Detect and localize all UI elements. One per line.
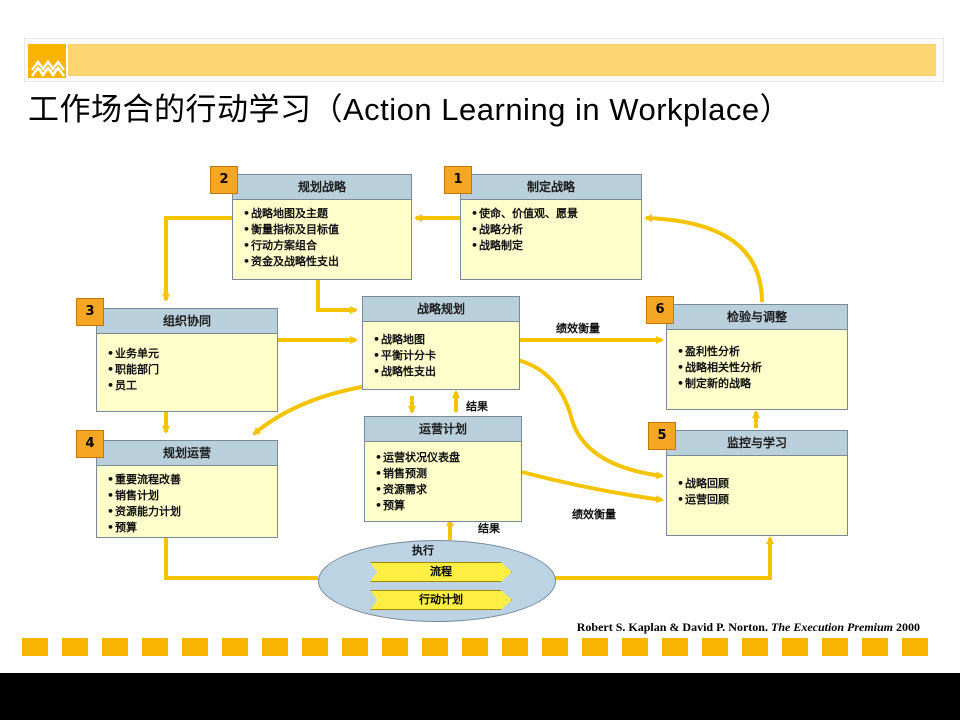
step-number-badge: 4 <box>76 430 104 458</box>
footer-square <box>462 638 488 656</box>
box-heading: 规划运营 <box>97 441 277 466</box>
footer-square <box>502 638 528 656</box>
footer-square <box>822 638 848 656</box>
footer-square <box>222 638 248 656</box>
list-item: 资源能力计划 <box>107 504 267 520</box>
box-monitor-learn: 监控与学习 战略回顾 运营回顾 <box>666 430 848 536</box>
step-number-badge: 3 <box>76 298 104 326</box>
footer-square <box>22 638 48 656</box>
result-label: 结果 <box>466 400 488 413</box>
list-item: 衡量指标及目标值 <box>243 222 401 238</box>
list-item: 战略分析 <box>471 222 631 238</box>
footer-square <box>102 638 128 656</box>
step-number-badge: 1 <box>444 166 472 194</box>
process-tag: 流程 <box>370 562 512 582</box>
performance-label: 绩效衡量 <box>572 508 616 521</box>
footer-square <box>742 638 768 656</box>
list-item: 盈利性分析 <box>677 344 837 360</box>
result-label: 结果 <box>478 522 500 535</box>
box-plan-operations: 规划运营 重要流程改善 销售计划 资源能力计划 预算 <box>96 440 278 538</box>
citation-authors: Robert S. Kaplan & David P. Norton. <box>576 620 768 634</box>
list-item: 重要流程改善 <box>107 472 267 488</box>
citation-work: The Execution Premium <box>770 620 893 634</box>
arrow-b2-b3 <box>162 216 232 302</box>
footer-square <box>542 638 568 656</box>
footer-square <box>782 638 808 656</box>
execute-label: 执行 <box>412 544 434 557</box>
arrow-exec-b5 <box>554 536 774 580</box>
arrow-plan-b5 <box>517 358 664 480</box>
list-item: 运营状况仪表盘 <box>375 450 511 466</box>
list-item: 行动方案组合 <box>243 238 401 254</box>
list-item: 战略性支出 <box>373 364 509 380</box>
arrow-ops-b5 <box>521 470 664 504</box>
list-item: 销售预测 <box>375 466 511 482</box>
footer-square <box>622 638 648 656</box>
list-item: 运营回顾 <box>677 492 837 508</box>
logo-icon <box>28 44 66 78</box>
footer-square <box>62 638 88 656</box>
list-item: 战略回顾 <box>677 476 837 492</box>
box-plan-strategy: 规划战略 战略地图及主题 衡量指标及目标值 行动方案组合 资金及战略性支出 <box>232 174 412 280</box>
footer-square <box>422 638 448 656</box>
list-item: 预算 <box>107 520 267 536</box>
footer-square <box>182 638 208 656</box>
list-item: 平衡计分卡 <box>373 348 509 364</box>
box-heading: 运营计划 <box>365 417 521 442</box>
box-heading: 监控与学习 <box>667 431 847 456</box>
title-en: Action Learning in Workplace <box>343 92 760 127</box>
list-item: 业务单元 <box>107 346 267 362</box>
arrow-b4-exec <box>164 536 318 580</box>
footer-square <box>902 638 928 656</box>
footer-square <box>342 638 368 656</box>
page-title: 工作场合的行动学习（Action Learning in Workplace） <box>28 84 791 129</box>
list-item: 预算 <box>375 498 511 514</box>
title-zh: 工作场合的行动学习（ <box>28 92 343 128</box>
list-item: 资金及战略性支出 <box>243 254 401 270</box>
step-number-badge: 5 <box>648 422 676 450</box>
footer-square <box>662 638 688 656</box>
list-item: 战略相关性分析 <box>677 360 837 376</box>
citation: Robert S. Kaplan & David P. Norton. The … <box>577 620 920 635</box>
footer-square <box>302 638 328 656</box>
title-close: ） <box>759 92 792 128</box>
box-heading: 检验与调整 <box>667 305 847 330</box>
list-item: 使命、价值观、愿景 <box>471 206 631 222</box>
box-heading: 组织协同 <box>97 309 277 334</box>
box-heading: 制定战略 <box>461 175 641 200</box>
footer-square <box>262 638 288 656</box>
footer-square <box>862 638 888 656</box>
list-item: 战略制定 <box>471 238 631 254</box>
box-formulate-strategy: 制定战略 使命、价值观、愿景 战略分析 战略制定 <box>460 174 642 280</box>
arrow-b6-b1 <box>644 214 764 303</box>
header-band <box>68 44 936 76</box>
citation-year: 2000 <box>896 620 920 634</box>
step-number-badge: 6 <box>646 296 674 324</box>
bottom-band <box>0 673 960 720</box>
action-plan-tag: 行动计划 <box>370 590 512 610</box>
box-test-adapt: 检验与调整 盈利性分析 战略相关性分析 制定新的战略 <box>666 304 848 410</box>
box-align-organization: 组织协同 业务单元 职能部门 员工 <box>96 308 278 412</box>
doc-operating-plan: 运营计划 运营状况仪表盘 销售预测 资源需求 预算 <box>364 416 522 522</box>
list-item: 战略地图 <box>373 332 509 348</box>
box-heading: 规划战略 <box>233 175 411 200</box>
list-item: 员工 <box>107 378 267 394</box>
performance-label: 绩效衡量 <box>556 322 600 335</box>
footer-square <box>582 638 608 656</box>
footer-square <box>382 638 408 656</box>
list-item: 销售计划 <box>107 488 267 504</box>
list-item: 制定新的战略 <box>677 376 837 392</box>
step-number-badge: 2 <box>210 166 238 194</box>
arrow-b2-plan <box>316 278 358 314</box>
doc-strategic-plan: 战略规划 战略地图 平衡计分卡 战略性支出 <box>362 296 520 390</box>
list-item: 资源需求 <box>375 482 511 498</box>
box-heading: 战略规划 <box>363 297 519 322</box>
footer-square <box>702 638 728 656</box>
footer-square <box>142 638 168 656</box>
list-item: 战略地图及主题 <box>243 206 401 222</box>
list-item: 职能部门 <box>107 362 267 378</box>
